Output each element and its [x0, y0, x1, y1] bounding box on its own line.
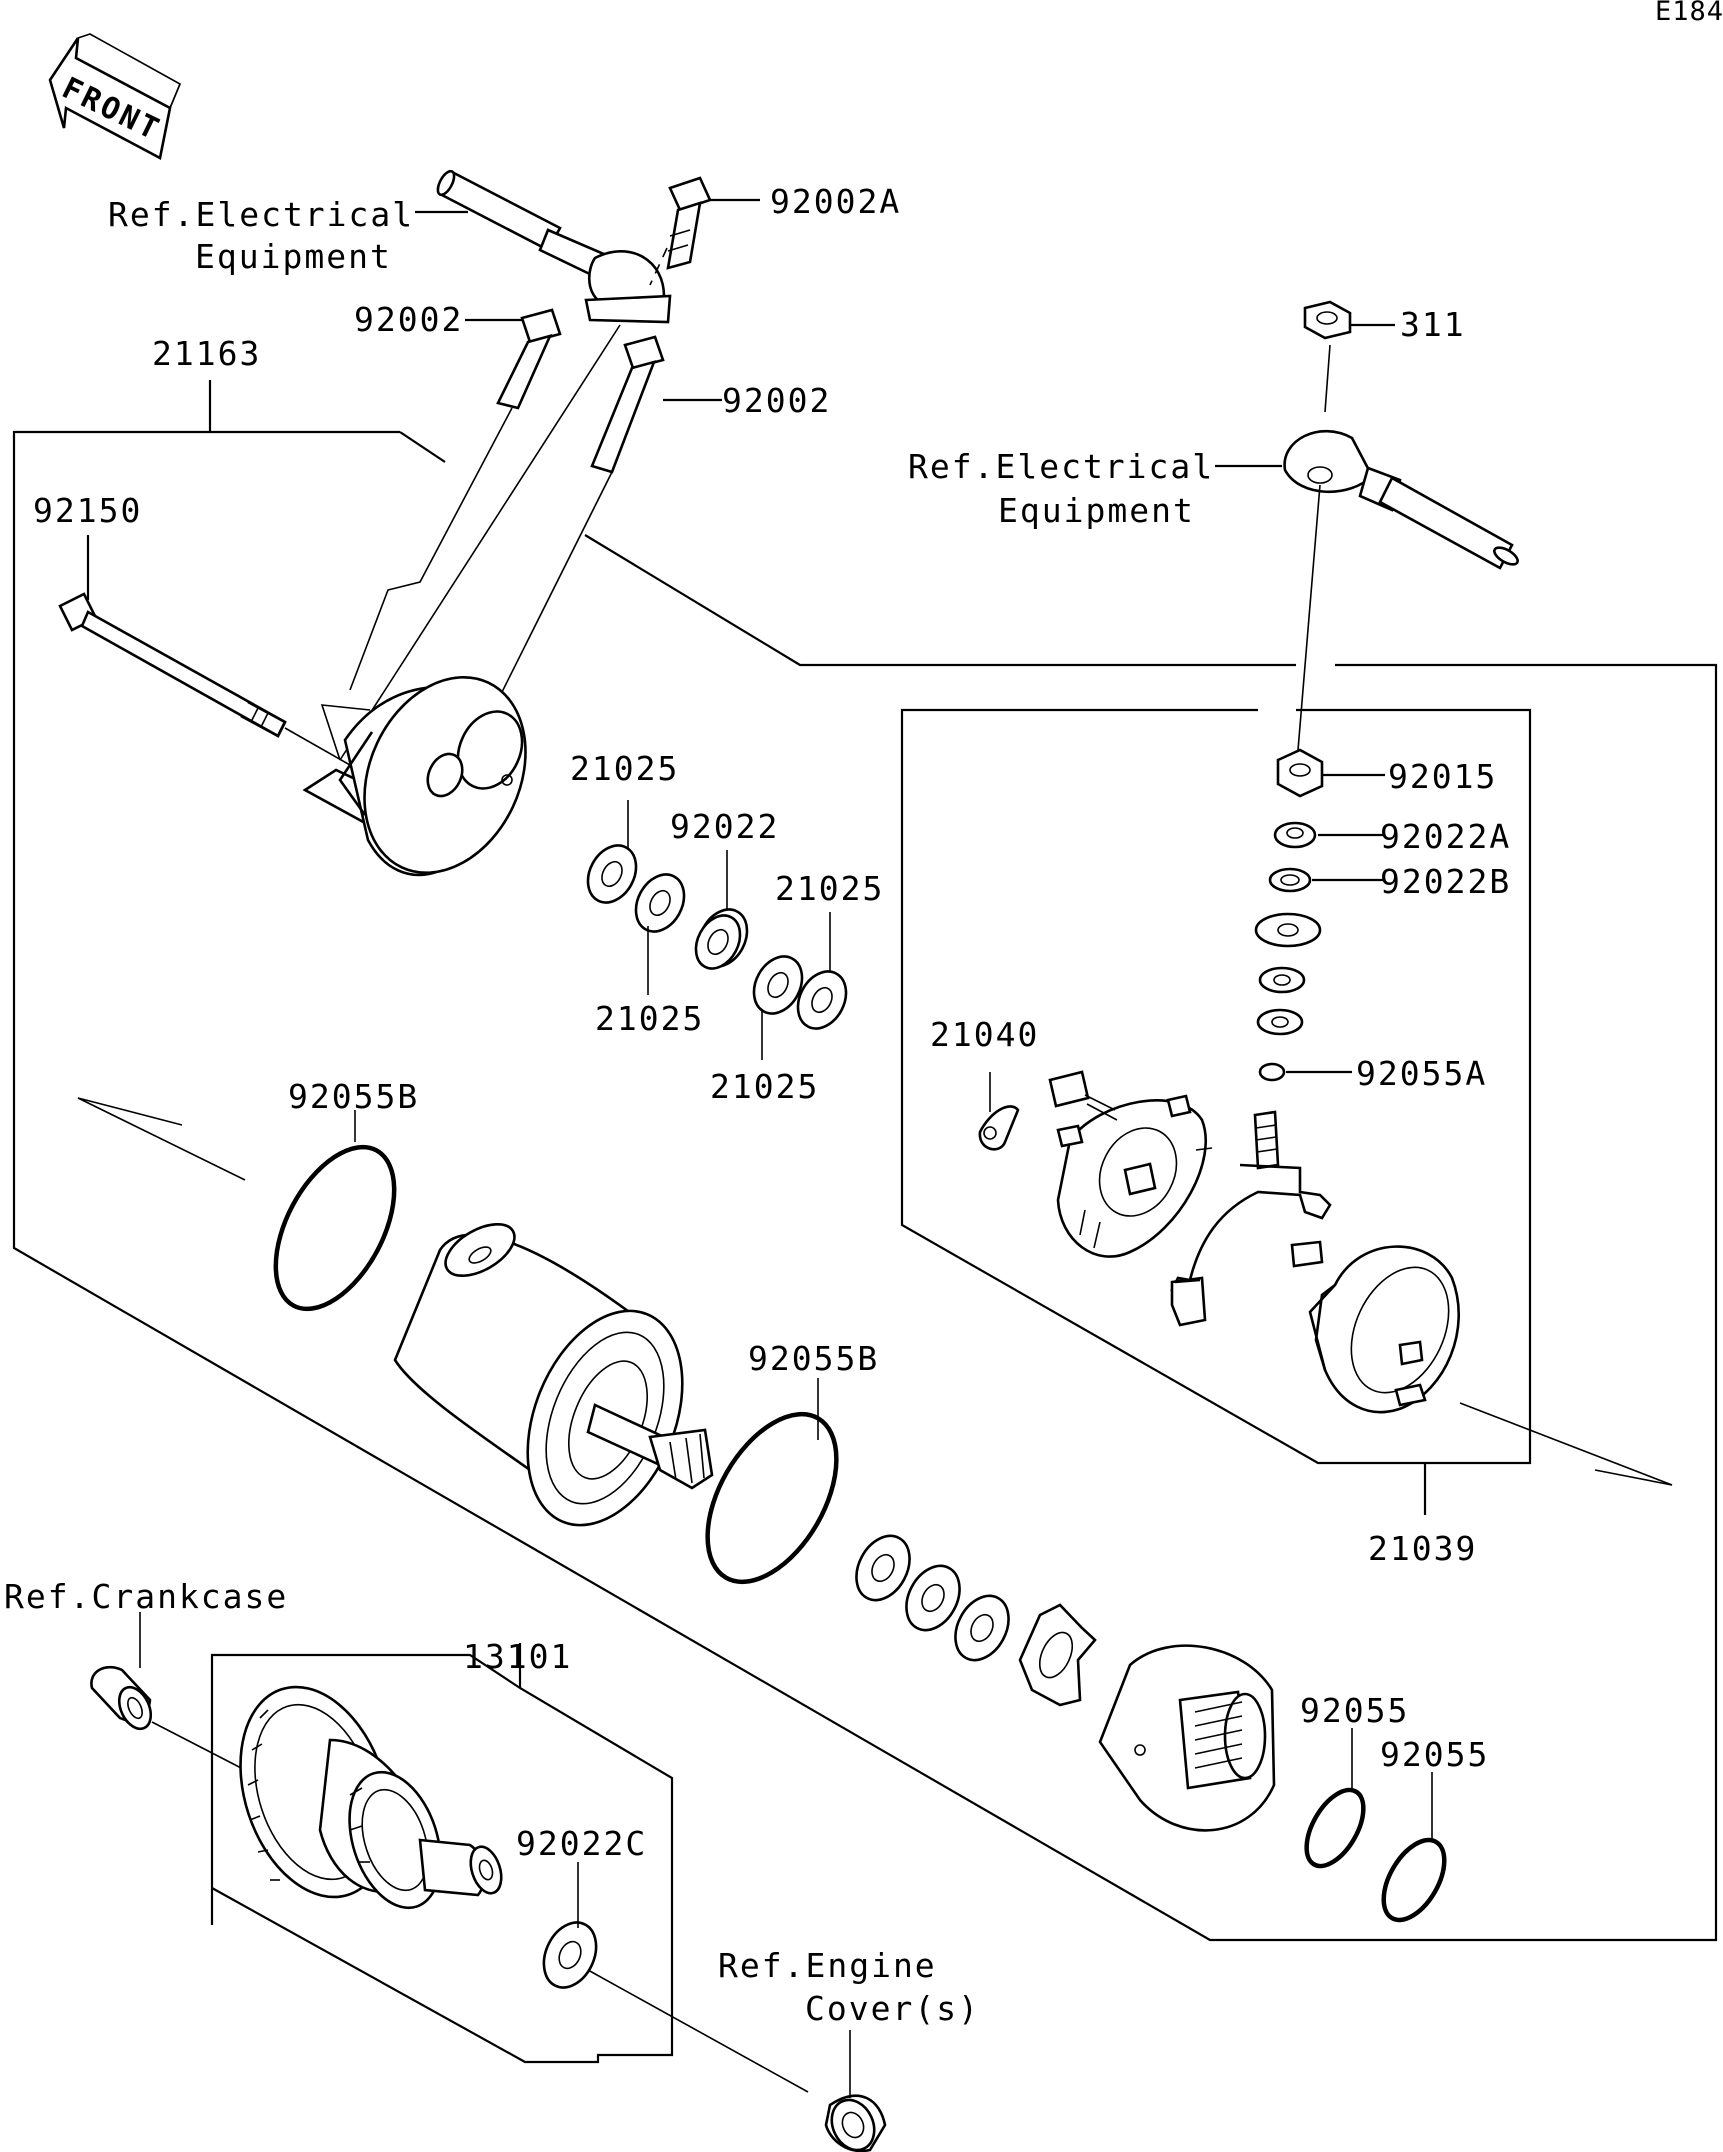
- part-label-92022B: 92022B: [1380, 862, 1511, 901]
- yoke-armature-assembly: [393, 1222, 714, 1527]
- part-label-21039: 21039: [1368, 1529, 1477, 1568]
- part-label-92150: 92150: [33, 491, 142, 530]
- end-cover-housing: [302, 675, 527, 877]
- part-label-21025-d: 21025: [710, 1067, 819, 1106]
- front-bracket: [1098, 1644, 1276, 1832]
- nut-311: [1303, 300, 1352, 340]
- ref-electrical-label-left-line2: Equipment: [195, 237, 392, 276]
- rear-cover: [1308, 1245, 1461, 1414]
- diagram-code: E1840: [1655, 0, 1723, 27]
- nut-92015: [1276, 748, 1324, 798]
- part-label-92002-left: 92002: [354, 300, 463, 339]
- starter-cable-terminal-left: [436, 169, 672, 324]
- o-ring-92055A: [1258, 1062, 1286, 1082]
- part-label-21025-b: 21025: [775, 869, 884, 908]
- long-bolt-92150: [58, 592, 287, 738]
- part-label-21040: 21040: [930, 1015, 1039, 1054]
- shim-21025-d: [796, 970, 848, 1030]
- brush-spring-21040: [978, 1105, 1020, 1151]
- part-label-92022C: 92022C: [516, 1824, 647, 1863]
- part-label-21025-c: 21025: [595, 999, 704, 1038]
- part-label-92055-a: 92055: [1300, 1691, 1409, 1730]
- assembly-21039-outline: [900, 708, 1532, 1465]
- lock-plate: [1018, 1603, 1097, 1707]
- part-label-92055A: 92055A: [1356, 1054, 1487, 1093]
- bolt-92002-right: [590, 335, 665, 474]
- part-label-92015: 92015: [1388, 757, 1497, 796]
- o-ring-92055-b: [1381, 1837, 1447, 1923]
- part-label-92002-right: 92002: [722, 381, 831, 420]
- front-arrow-icon: FRONT: [48, 33, 182, 160]
- starter-cable-terminal-right: [1283, 429, 1519, 570]
- shim-21025-a: [586, 844, 638, 904]
- part-label-92002A: 92002A: [770, 182, 901, 221]
- lock-washer-92022A: [1273, 821, 1317, 849]
- part-label-21025-a: 21025: [570, 749, 679, 788]
- bolt-92002-left: [496, 308, 562, 410]
- brush-plate: [1048, 1070, 1213, 1258]
- part-label-311: 311: [1400, 305, 1466, 344]
- ref-engine-label: Ref.Engine: [718, 1946, 937, 1985]
- terminal-bolt-lead: [1170, 1110, 1332, 1327]
- o-ring-92055-a: [1304, 1787, 1366, 1869]
- o-ring-92055B-right: [705, 1411, 839, 1585]
- part-label-13101: 13101: [463, 1637, 572, 1676]
- ref-crankcase-label: Ref.Crankcase: [4, 1577, 288, 1616]
- washer-92022C: [542, 1921, 598, 1989]
- washer-92022: [694, 908, 749, 970]
- starter-clutch-gear-13101: [239, 1685, 503, 1910]
- part-label-92022A: 92022A: [1380, 817, 1511, 856]
- part-label-92055B-right: 92055B: [748, 1339, 879, 1378]
- bolt-92002A: [666, 176, 712, 270]
- shim-21025-b: [634, 873, 686, 933]
- assembly-13101-outline: [210, 1653, 674, 2064]
- bushing-crankcase: [90, 1665, 153, 1731]
- part-label-21163: 21163: [152, 334, 261, 373]
- washer-92022B: [1268, 867, 1312, 893]
- o-ring-92055B-left: [273, 1144, 397, 1312]
- ref-electrical-label-right-line2: Equipment: [998, 491, 1195, 530]
- shim-set-right: [855, 1534, 1010, 1662]
- ref-engine-label-line2: Cover(s): [805, 1989, 980, 2028]
- insulator-washers: [1254, 912, 1322, 1036]
- assembly-21163-outline: [12, 430, 1718, 1942]
- ref-electrical-label-right: Ref.Electrical: [908, 447, 1214, 486]
- ref-electrical-label-left: Ref.Electrical: [108, 195, 414, 234]
- shim-21025-c: [752, 955, 804, 1015]
- part-label-92022: 92022: [670, 807, 779, 846]
- part-label-92055B-left: 92055B: [288, 1077, 419, 1116]
- part-label-92055-b: 92055: [1380, 1735, 1489, 1774]
- bushing-engine-cover: [824, 2094, 887, 2152]
